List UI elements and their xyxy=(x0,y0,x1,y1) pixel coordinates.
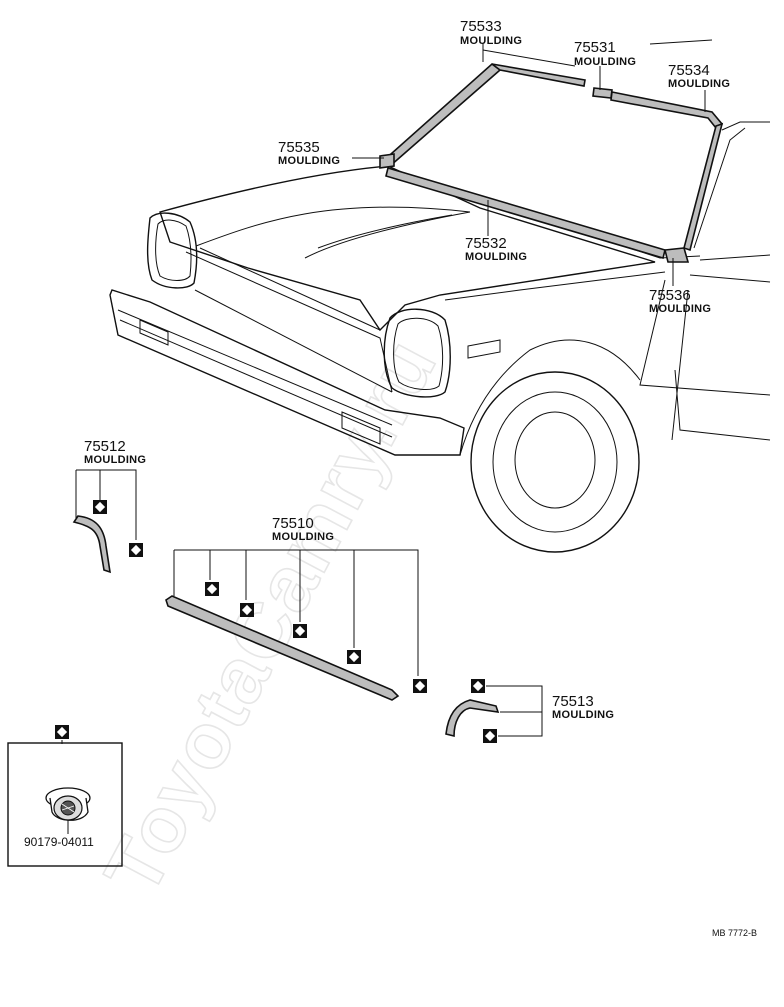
part-number-75535: 75535 xyxy=(278,139,320,156)
clip-marker-icon xyxy=(205,582,219,596)
leader-lines xyxy=(352,44,706,286)
clip-marker-icon xyxy=(293,624,307,638)
car-body xyxy=(109,39,771,553)
clip-marker-icon xyxy=(347,650,361,664)
clip-marker-icon xyxy=(413,679,427,693)
clip-marker-icon xyxy=(483,729,497,743)
clip-nut-icon xyxy=(45,787,91,821)
part-number-75533: 75533 xyxy=(460,18,502,35)
part-75512-group xyxy=(72,469,143,574)
clip-part-number: 90179-04011 xyxy=(24,835,94,849)
clip-inset xyxy=(7,725,123,867)
part-name-75531: MOULDING xyxy=(574,56,636,68)
part-name-75533: MOULDING xyxy=(460,35,522,47)
part-number-75532: 75532 xyxy=(465,235,507,252)
clip-marker-icon xyxy=(471,679,485,693)
part-number-75536: 75536 xyxy=(649,287,691,304)
diagram-reference: MB 7772-B xyxy=(712,928,757,938)
windshield-mouldings xyxy=(379,62,724,263)
part-labels: 75533 MOULDING 75531 MOULDING 75534 MOUL… xyxy=(24,18,757,938)
part-name-75510: MOULDING xyxy=(272,531,334,543)
part-name-75532: MOULDING xyxy=(465,251,527,263)
part-number-75534: 75534 xyxy=(668,62,710,79)
clip-marker-icon xyxy=(240,603,254,617)
part-name-75536: MOULDING xyxy=(649,303,711,315)
part-number-75513: 75513 xyxy=(552,693,594,710)
clip-marker-icon xyxy=(129,543,143,557)
part-name-75535: MOULDING xyxy=(278,155,340,167)
part-name-75534: MOULDING xyxy=(668,78,730,90)
part-75513-group xyxy=(445,679,543,743)
part-number-75512: 75512 xyxy=(84,438,126,455)
part-name-75513: MOULDING xyxy=(552,709,614,721)
part-name-75512: MOULDING xyxy=(84,454,146,466)
part-number-75531: 75531 xyxy=(574,39,616,56)
part-number-75510: 75510 xyxy=(272,515,314,532)
part-75510-group xyxy=(165,549,427,701)
clip-marker-icon xyxy=(93,500,107,514)
clip-marker-icon xyxy=(55,725,69,739)
